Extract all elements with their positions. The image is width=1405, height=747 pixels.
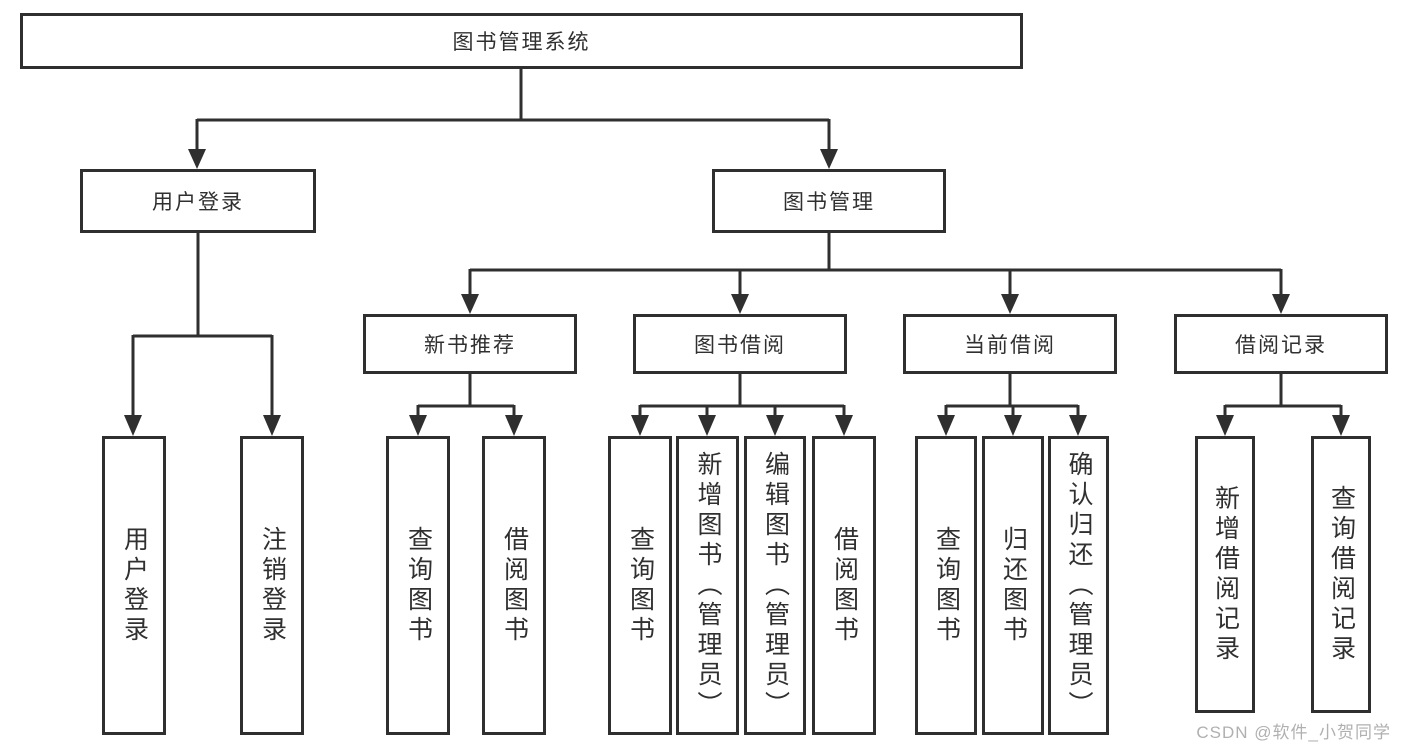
node-label: 图书管理 <box>783 191 875 214</box>
node-new-book-recommend: 新书推荐 <box>363 314 577 374</box>
node-leaf-add-books-admin: 新增图书（管理员） <box>676 436 739 735</box>
connector-current-borrow-children <box>937 374 1087 436</box>
node-label: 新书推荐 <box>424 334 516 357</box>
node-label: 借阅记录 <box>1235 334 1327 357</box>
node-label: 图书借阅 <box>694 334 786 357</box>
node-leaf-edit-books-admin: 编辑图书（管理员） <box>744 436 806 735</box>
node-leaf-return-books: 归还图书 <box>982 436 1044 735</box>
node-label: 用户登录 <box>120 525 149 646</box>
node-label: 查询图书 <box>404 525 433 646</box>
connector-root-to-level2 <box>188 69 838 169</box>
node-user-login: 用户登录 <box>80 169 316 233</box>
connector-borrow-records-children <box>1216 374 1350 436</box>
node-leaf-user-login: 用户登录 <box>102 436 166 735</box>
node-book-borrow: 图书借阅 <box>633 314 847 374</box>
node-current-borrow: 当前借阅 <box>903 314 1117 374</box>
node-leaf-query-books-borrow: 查询图书 <box>608 436 672 735</box>
node-label: 借阅图书 <box>500 525 529 646</box>
watermark: CSDN @软件_小贺同学 <box>1196 723 1391 742</box>
node-label: 查询图书 <box>626 525 655 646</box>
node-label: 新增借阅记录 <box>1211 484 1240 665</box>
node-leaf-logout-login: 注销登录 <box>240 436 304 735</box>
node-borrow-records: 借阅记录 <box>1174 314 1388 374</box>
node-label: 确认归还（管理员） <box>1065 450 1093 721</box>
node-leaf-borrow-books-recommend: 借阅图书 <box>482 436 546 735</box>
node-leaf-confirm-return-admin: 确认归还（管理员） <box>1048 436 1109 735</box>
node-leaf-borrow-books: 借阅图书 <box>812 436 876 735</box>
node-leaf-query-books-recommend: 查询图书 <box>386 436 450 735</box>
node-leaf-add-borrow-record: 新增借阅记录 <box>1195 436 1255 713</box>
node-label: 注销登录 <box>258 525 287 646</box>
node-book-management: 图书管理 <box>712 169 946 233</box>
node-leaf-query-borrow-record: 查询借阅记录 <box>1311 436 1371 713</box>
node-label: 归还图书 <box>999 525 1028 646</box>
connector-new-book-recommend-children <box>409 374 523 436</box>
connector-user-login-children <box>124 233 281 436</box>
node-label: 新增图书（管理员） <box>694 450 722 721</box>
connector-book-management-children <box>461 233 1290 314</box>
node-library-system: 图书管理系统 <box>20 13 1023 69</box>
connector-book-borrow-children <box>631 374 853 436</box>
node-label: 用户登录 <box>152 191 244 214</box>
node-leaf-query-books-current: 查询图书 <box>915 436 977 735</box>
node-label: 查询借阅记录 <box>1327 484 1356 665</box>
node-label: 图书管理系统 <box>452 31 591 54</box>
node-label: 编辑图书（管理员） <box>761 450 790 721</box>
node-label: 当前借阅 <box>964 334 1056 357</box>
node-label: 查询图书 <box>932 525 961 646</box>
node-label: 借阅图书 <box>830 525 859 646</box>
